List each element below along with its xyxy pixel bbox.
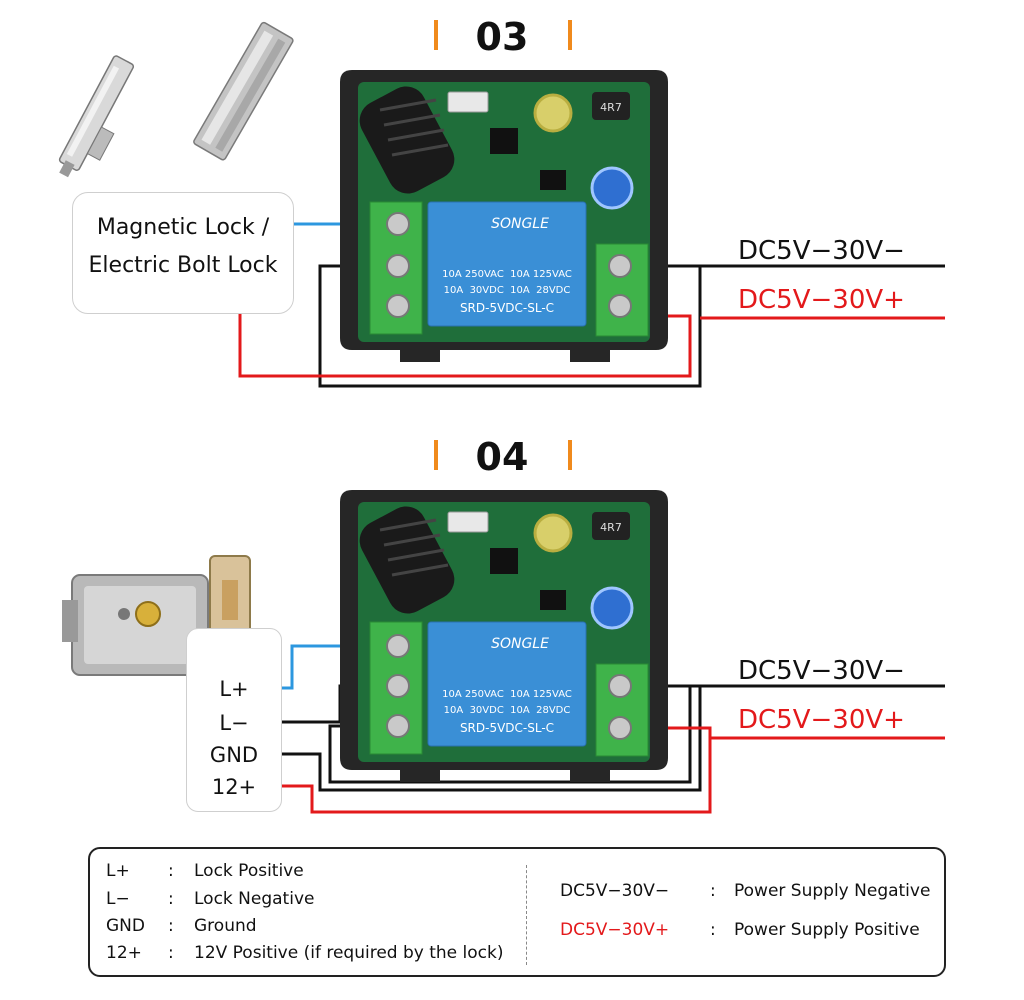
magnetic-lock-image	[193, 21, 294, 161]
relay-rating-2: 10A 30VDC 10A 28VDC	[444, 705, 571, 716]
power-negative-label: DC5V−30V−	[738, 236, 905, 266]
electric-bolt-lock-image	[58, 55, 135, 178]
capacitor-small	[533, 513, 573, 553]
power-positive-label: DC5V−30V+	[738, 705, 905, 735]
power-negative-label: DC5V−30V−	[738, 656, 905, 686]
legend-sep: :	[168, 916, 174, 936]
lock-terminal-box: L+ L− GND 12+	[186, 628, 282, 812]
legend-key: 12+	[106, 943, 142, 963]
legend-sep: :	[168, 943, 174, 963]
legend-desc: Power Supply Negative	[734, 881, 931, 901]
legend-key: DC5V−30V+	[560, 920, 670, 940]
inductor	[592, 92, 630, 120]
orange-marker-left	[434, 440, 438, 470]
legend-desc: Power Supply Positive	[734, 920, 920, 940]
relay-model: SRD-5VDC-SL-C	[460, 721, 554, 735]
receiver-module-04: 4R7 SONGLE 10A 250VAC 10A 125VAC 10A 30V…	[340, 490, 668, 782]
legend-box: L+ : Lock Positive L− : Lock Negative GN…	[88, 847, 946, 977]
inductor	[592, 512, 630, 540]
antenna-coil	[359, 86, 455, 194]
legend-sep: :	[710, 881, 716, 901]
capacitor-blue	[590, 166, 634, 210]
relay-rating-1: 10A 250VAC 10A 125VAC	[442, 269, 572, 280]
device-label-box: Magnetic Lock / Electric Bolt Lock	[72, 192, 294, 314]
relay	[427, 201, 587, 327]
orange-marker-left	[434, 20, 438, 50]
relay-rating-2: 10A 30VDC 10A 28VDC	[444, 285, 571, 296]
power-positive-label: DC5V−30V+	[738, 285, 905, 315]
device-label-line-2: Electric Bolt Lock	[88, 253, 278, 278]
terminal-label-gnd: GND	[209, 743, 259, 767]
legend-key: L−	[106, 889, 130, 909]
terminal-label-12plus: 12+	[211, 775, 257, 799]
section-04: 04	[62, 435, 945, 814]
legend-desc: 12V Positive (if required by the lock)	[194, 943, 504, 963]
section-number: 03	[476, 15, 529, 59]
legend-sep: :	[168, 861, 174, 881]
section-03: 03	[58, 15, 945, 388]
inductor-label: 4R7	[600, 521, 622, 534]
key-cylinder	[135, 601, 161, 627]
relay-brand: SONGLE	[491, 216, 549, 232]
relay	[427, 621, 587, 747]
legend-sep: :	[710, 920, 716, 940]
relay-rating-1: 10A 250VAC 10A 125VAC	[442, 689, 572, 700]
terminal-label-lplus: L+	[219, 677, 249, 701]
learn-button	[447, 91, 489, 113]
inductor-label: 4R7	[600, 101, 622, 114]
legend-key: GND	[106, 916, 145, 936]
orange-marker-right	[568, 440, 572, 470]
receiver-module-03: 4R7 SONGLE 10A 250VAC 10A 125VAC 10A 30V…	[340, 70, 668, 362]
antenna-coil	[359, 506, 455, 614]
capacitor-small	[533, 93, 573, 133]
legend-desc: Lock Positive	[194, 861, 304, 881]
legend-desc: Lock Negative	[194, 889, 315, 909]
section-number: 04	[476, 435, 529, 479]
relay-model: SRD-5VDC-SL-C	[460, 301, 554, 315]
legend-key: DC5V−30V−	[560, 881, 670, 901]
ic-chip	[490, 128, 518, 154]
legend-desc: Ground	[194, 916, 257, 936]
learn-button	[447, 511, 489, 533]
device-label-line-1: Magnetic Lock /	[96, 215, 270, 240]
legend-sep: :	[168, 889, 174, 909]
orange-marker-right	[568, 20, 572, 50]
ic-chip	[490, 548, 518, 574]
capacitor-blue	[590, 586, 634, 630]
terminal-label-lminus: L−	[219, 711, 249, 735]
wire-red-04	[282, 726, 712, 814]
legend-divider	[526, 865, 527, 965]
relay-brand: SONGLE	[491, 636, 549, 652]
legend-key: L+	[106, 861, 130, 881]
